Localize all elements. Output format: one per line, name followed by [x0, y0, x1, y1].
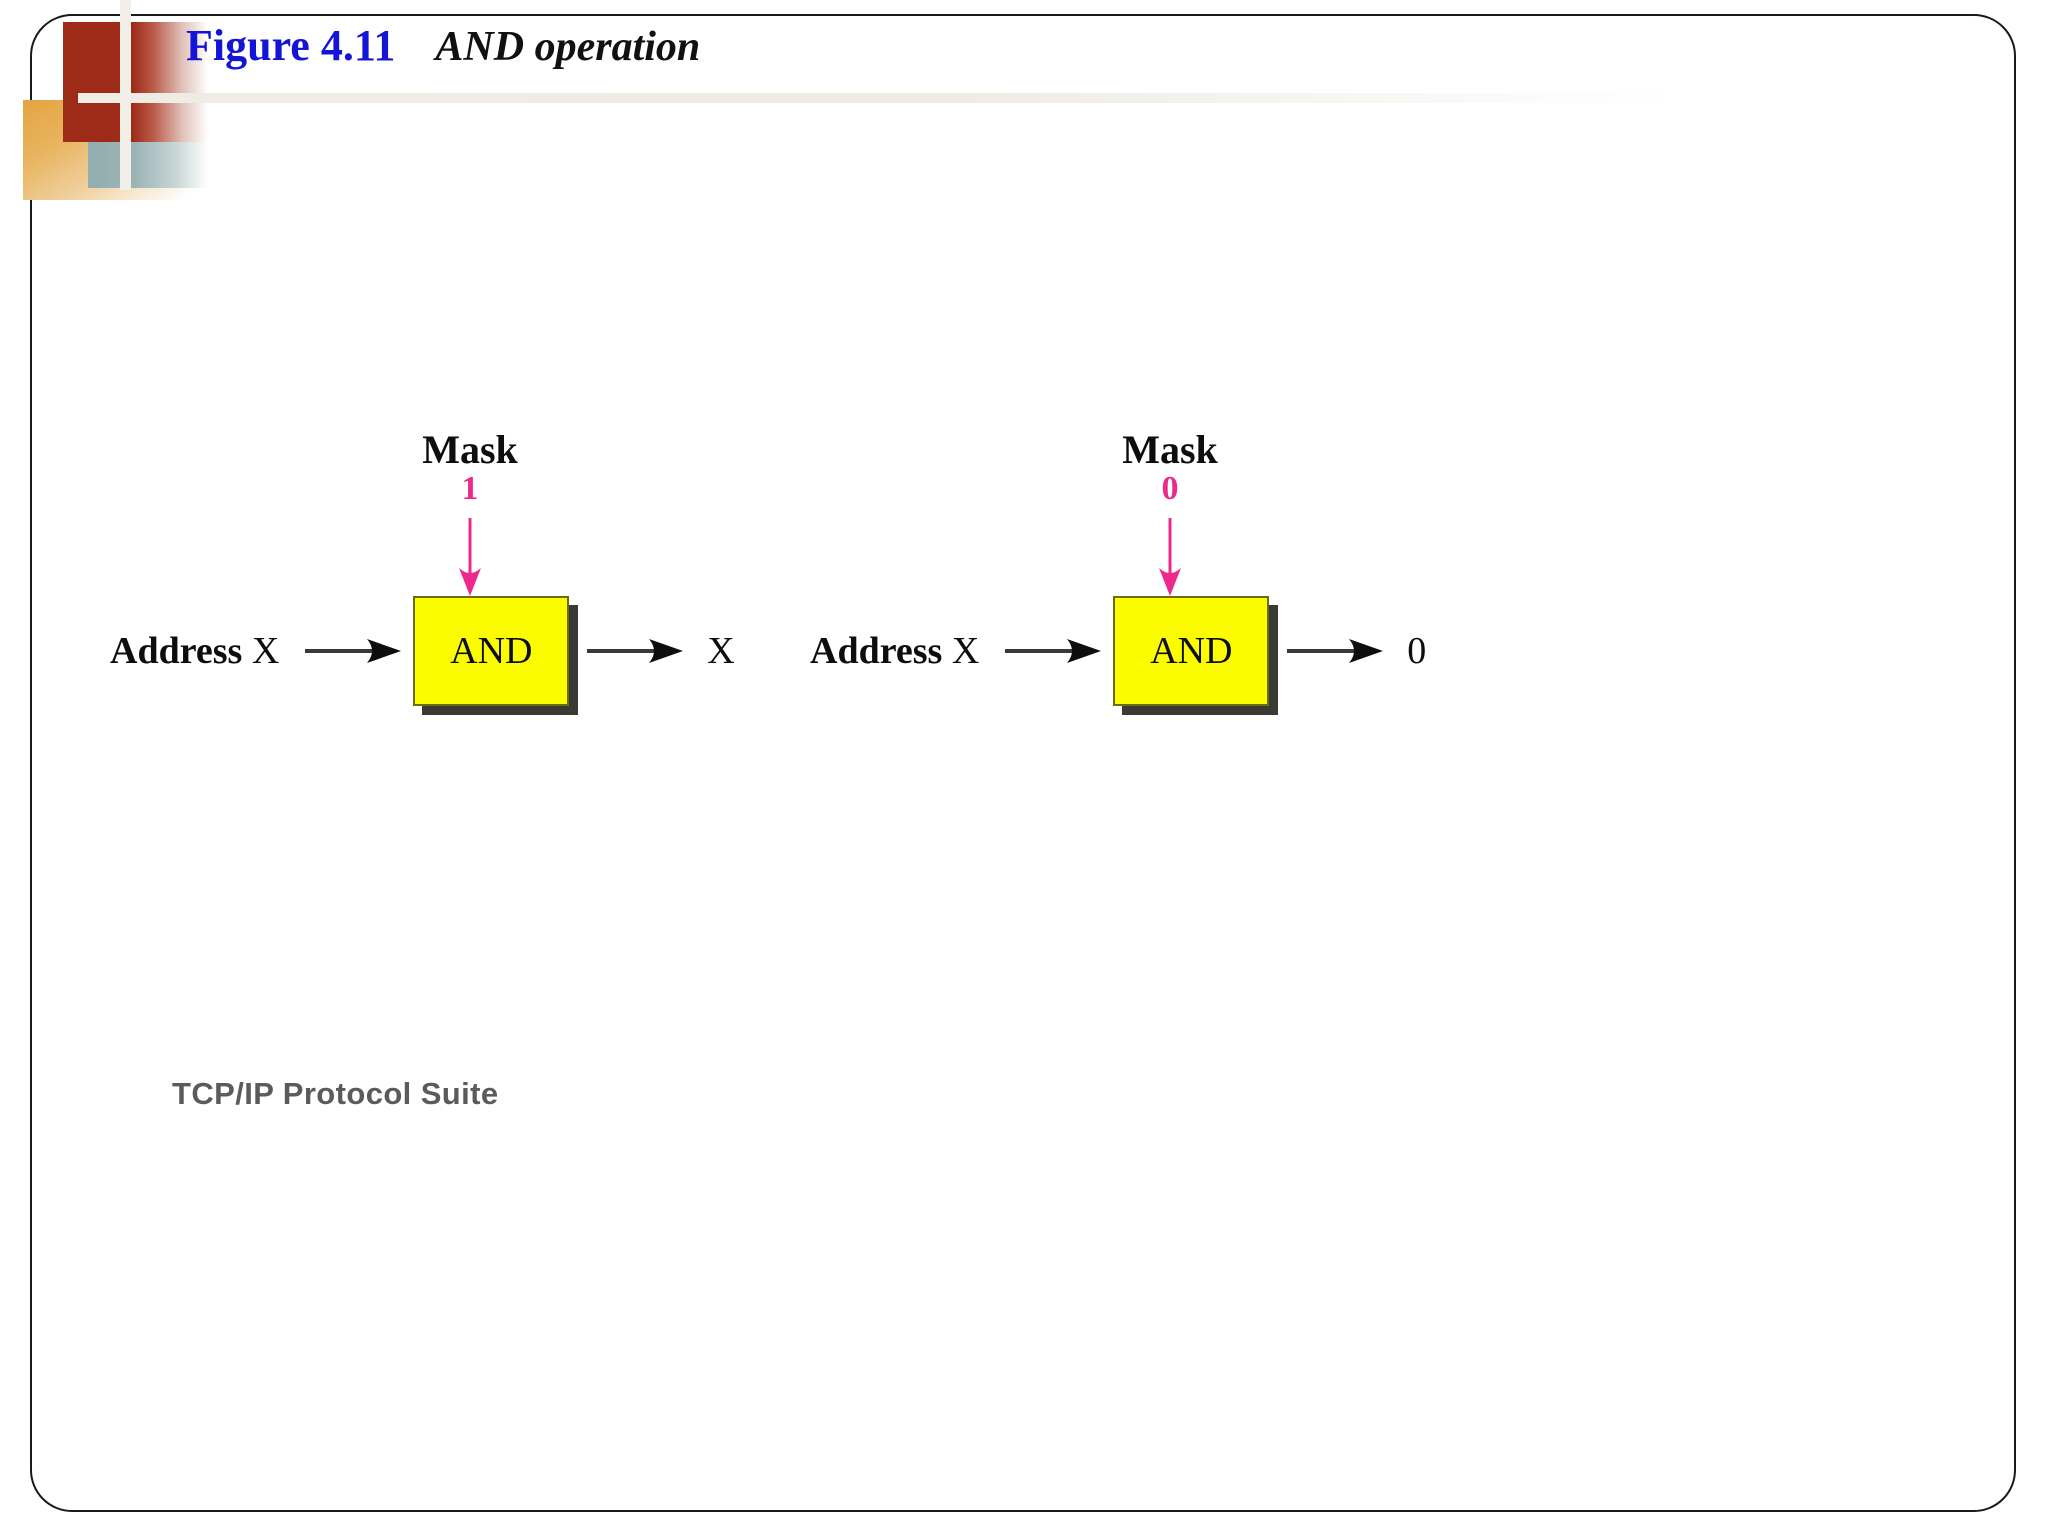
input-arrow-icon: [305, 634, 405, 668]
and-gate-label: AND: [1150, 630, 1233, 672]
mask-label: Mask: [422, 427, 518, 472]
title-figure-caption: AND operation: [435, 24, 701, 70]
and-gate-label: AND: [450, 630, 533, 672]
decor-vertical-bar: [120, 0, 131, 190]
input-address-label: Address X: [810, 629, 979, 673]
and-unit-mask-0: Mask 0 Address X: [810, 390, 1530, 760]
and-gate-face: AND: [413, 596, 570, 706]
title-figure-number: Figure 4.11: [186, 21, 396, 70]
output-label: 0: [1407, 630, 1427, 672]
input-address-word: Address: [110, 630, 243, 672]
input-address-label: Address X: [110, 629, 279, 673]
mask-value: 1: [461, 470, 479, 507]
flow-row-left: Address X AND: [110, 586, 830, 716]
mask-down-arrow-icon: [370, 518, 570, 598]
and-gate-face: AND: [1113, 596, 1270, 706]
input-address-variable: X: [951, 630, 980, 672]
slide-border: [30, 14, 2016, 1512]
mask-label: Mask: [1122, 427, 1218, 472]
and-gate-box-left: AND: [413, 596, 579, 715]
input-address-word: Address: [810, 630, 943, 672]
output-label: X: [707, 630, 735, 672]
and-operation-diagram: Mask 1 Address X: [0, 390, 2048, 760]
and-gate-box-right: AND: [1113, 596, 1279, 715]
decor-red-block: [63, 22, 208, 142]
footer-text: TCP/IP Protocol Suite: [172, 1076, 499, 1111]
output-arrow-icon: [587, 634, 687, 668]
decor-horizontal-bar: [78, 93, 1678, 103]
mask-value: 0: [1161, 470, 1179, 507]
input-arrow-icon: [1005, 634, 1105, 668]
page-title: Figure 4.11 AND operation: [186, 20, 700, 82]
flow-row-right: Address X AND: [810, 586, 1530, 716]
mask-down-arrow-icon: [1070, 518, 1270, 598]
and-unit-mask-1: Mask 1 Address X: [110, 390, 830, 760]
output-arrow-icon: [1287, 634, 1387, 668]
input-address-variable: X: [251, 630, 280, 672]
